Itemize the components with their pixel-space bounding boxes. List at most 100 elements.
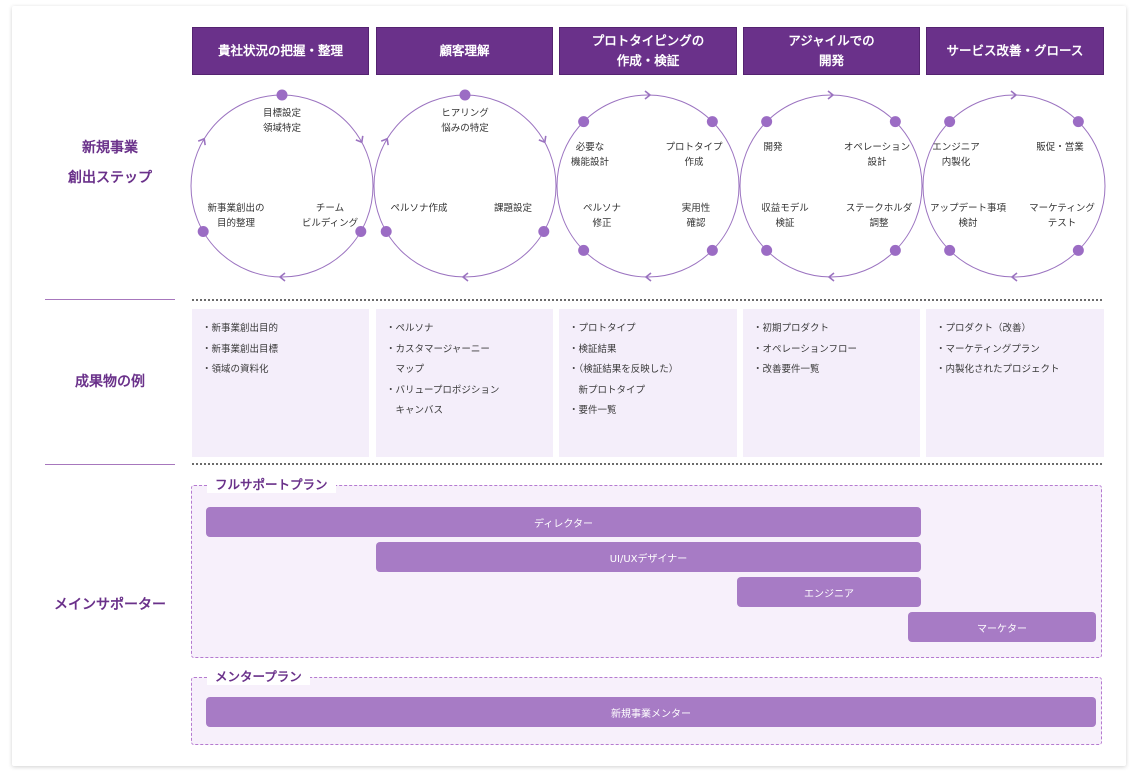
cycle-step-label: 領域特定 [263, 122, 302, 134]
cycle-node-dot [355, 226, 367, 237]
deliverable-item: キャンバス [386, 405, 444, 417]
cycle-step-label: 必要な [576, 141, 605, 153]
cycle-node-dot [1072, 244, 1084, 256]
cycle-step-label: 調整 [869, 217, 889, 229]
cycle-step-label: 目標設定 [263, 107, 302, 119]
direction-arrow-icon [278, 272, 286, 282]
row-label-supporters: メインサポーター [54, 597, 166, 613]
cycle-node-dot [706, 116, 718, 128]
deliverables-panel-5: ・プロダクト（改善） ・マーケティングプラン ・内製化されたプロジェクト [926, 309, 1104, 457]
cycle-node-dot [944, 116, 956, 128]
cycle-step-label: 修正 [592, 217, 612, 229]
cycle-node-dot [276, 89, 288, 101]
full-support-plan-title: フルサポートプラン [207, 477, 336, 493]
dotted-separator [192, 299, 1102, 301]
deliverable-item: 新プロトタイプ [569, 384, 646, 396]
phase-header-2: 顧客理解 [376, 27, 553, 75]
phase-title: 開発 [818, 53, 844, 68]
direction-arrow-icon [644, 272, 652, 282]
deliverable-item: ・領域の資料化 [202, 364, 269, 376]
phase-header-5: サービス改善・グロース [926, 27, 1104, 75]
dotted-separator [192, 463, 1102, 465]
deliverable-item: ・カスタマージャーニー [386, 343, 490, 355]
phase-title: 作成・検証 [616, 53, 680, 68]
deliverable-item: ・新事業創出目標 [202, 343, 279, 355]
cycle-step-label: エンジニア [932, 142, 980, 153]
cycle-step-label: 内製化 [942, 156, 971, 168]
deliverable-item: ・要件一覧 [569, 405, 617, 417]
row-label-deliverables: 成果物の例 [75, 374, 145, 390]
cycle-step-label: 課題設定 [494, 202, 533, 214]
cycle-step-label: 収益モデル [761, 202, 809, 214]
mentor-plan-title: メンタープラン [207, 669, 310, 685]
cycle-step-label: 実用性 [682, 202, 711, 214]
cycle-node-dot [197, 226, 209, 237]
cycle-step-label: 検証 [775, 217, 795, 229]
direction-arrow-icon [827, 272, 835, 282]
cycle-step-label: 検討 [958, 217, 978, 229]
phase-title: アジャイルでの [788, 33, 875, 48]
deliverable-item: ・改善要件一覧 [753, 364, 820, 376]
phase-header-3: プロトタイピングの作成・検証 [559, 27, 737, 75]
deliverable-item: ・バリュープロポジション [386, 384, 500, 396]
cycle-ring [556, 94, 740, 278]
deliverable-item: ・初期プロダクト [753, 323, 830, 334]
deliverables-panel-3: ・プロトタイプ ・検証結果 ・（検証結果を反映した） 新プロトタイプ ・要件一覧 [559, 309, 737, 457]
mentor-bar: 新規事業メンター [206, 697, 1096, 727]
cycle-step-label: 目的整理 [217, 217, 256, 229]
cycle-step-label: 設計 [867, 156, 887, 168]
cycle-step-label: 新事業創出の [207, 202, 264, 214]
cycle-node-dot [761, 116, 773, 128]
direction-arrow-icon [1010, 272, 1018, 282]
row-label-line: 創出ステップ [68, 170, 152, 186]
cycle-step-label: 確認 [686, 217, 706, 229]
cycle-step-label: テスト [1048, 218, 1077, 229]
phase-header-1: 貴社状況の把握・整理 [192, 27, 369, 75]
cycle-step-label: 悩みの特定 [441, 122, 489, 134]
row-label-steps: 新規事業 創出ステップ [45, 133, 175, 193]
cycle-step-label: ペルソナ作成 [390, 202, 448, 214]
cycle-node-dot [380, 226, 392, 237]
direction-arrow-icon [380, 137, 389, 146]
phase-title: 顧客理解 [439, 43, 490, 58]
deliverable-item: ・検証結果 [569, 343, 617, 355]
cycle-node-dot [578, 116, 590, 128]
row-divider [45, 464, 175, 465]
cycle-ring [739, 94, 923, 278]
cycle-step-label: アップデート事項 [930, 202, 1007, 214]
direction-arrow-icon [355, 135, 364, 144]
cycle-node-dot [889, 244, 901, 256]
cycle-node-dot [889, 116, 901, 128]
direction-arrow-icon [1010, 90, 1018, 100]
cycle-step-label: ヒアリング [441, 107, 489, 119]
cycle-step-label: ペルソナ [583, 203, 621, 214]
direction-arrow-icon [197, 137, 206, 146]
deliverable-item: ・プロトタイプ [569, 323, 636, 334]
cycle-step-label: マーケティング [1029, 202, 1095, 214]
direction-arrow-icon [461, 272, 469, 282]
cycle-diagram-4: 開発オペレーション設計ステークホルダ調整収益モデル検証 [739, 90, 923, 282]
deliverables-panel-1: ・新事業創出目的 ・新事業創出目標 ・領域の資料化 [192, 309, 369, 457]
cycle-step-label: オペレーション [844, 142, 910, 153]
cycle-step-label: チーム [316, 203, 344, 214]
cycle-step-label: プロトタイプ [665, 142, 723, 153]
cycle-node-dot [1072, 116, 1084, 128]
deliverable-item: ・内製化されたプロジェクト [936, 364, 1060, 376]
cycle-step-label: 販促・営業 [1036, 141, 1084, 153]
designer-bar: UI/UXデザイナー [376, 542, 921, 572]
cycle-step-label: ビルディング [302, 217, 359, 229]
marketer-bar: マーケター [908, 612, 1096, 642]
deliverable-item: ・（検証結果を反映した） [569, 364, 679, 376]
row-label-line: 新規事業 [82, 140, 138, 156]
cycle-step-label: 作成 [684, 156, 704, 168]
cycle-ring [922, 94, 1106, 278]
deliverable-item: ・プロダクト（改善） [936, 323, 1032, 334]
deliverable-item: ・オペレーションフロー [753, 343, 858, 355]
cycle-node-dot [578, 244, 590, 256]
cycle-step-label: ステークホルダ [846, 202, 913, 214]
